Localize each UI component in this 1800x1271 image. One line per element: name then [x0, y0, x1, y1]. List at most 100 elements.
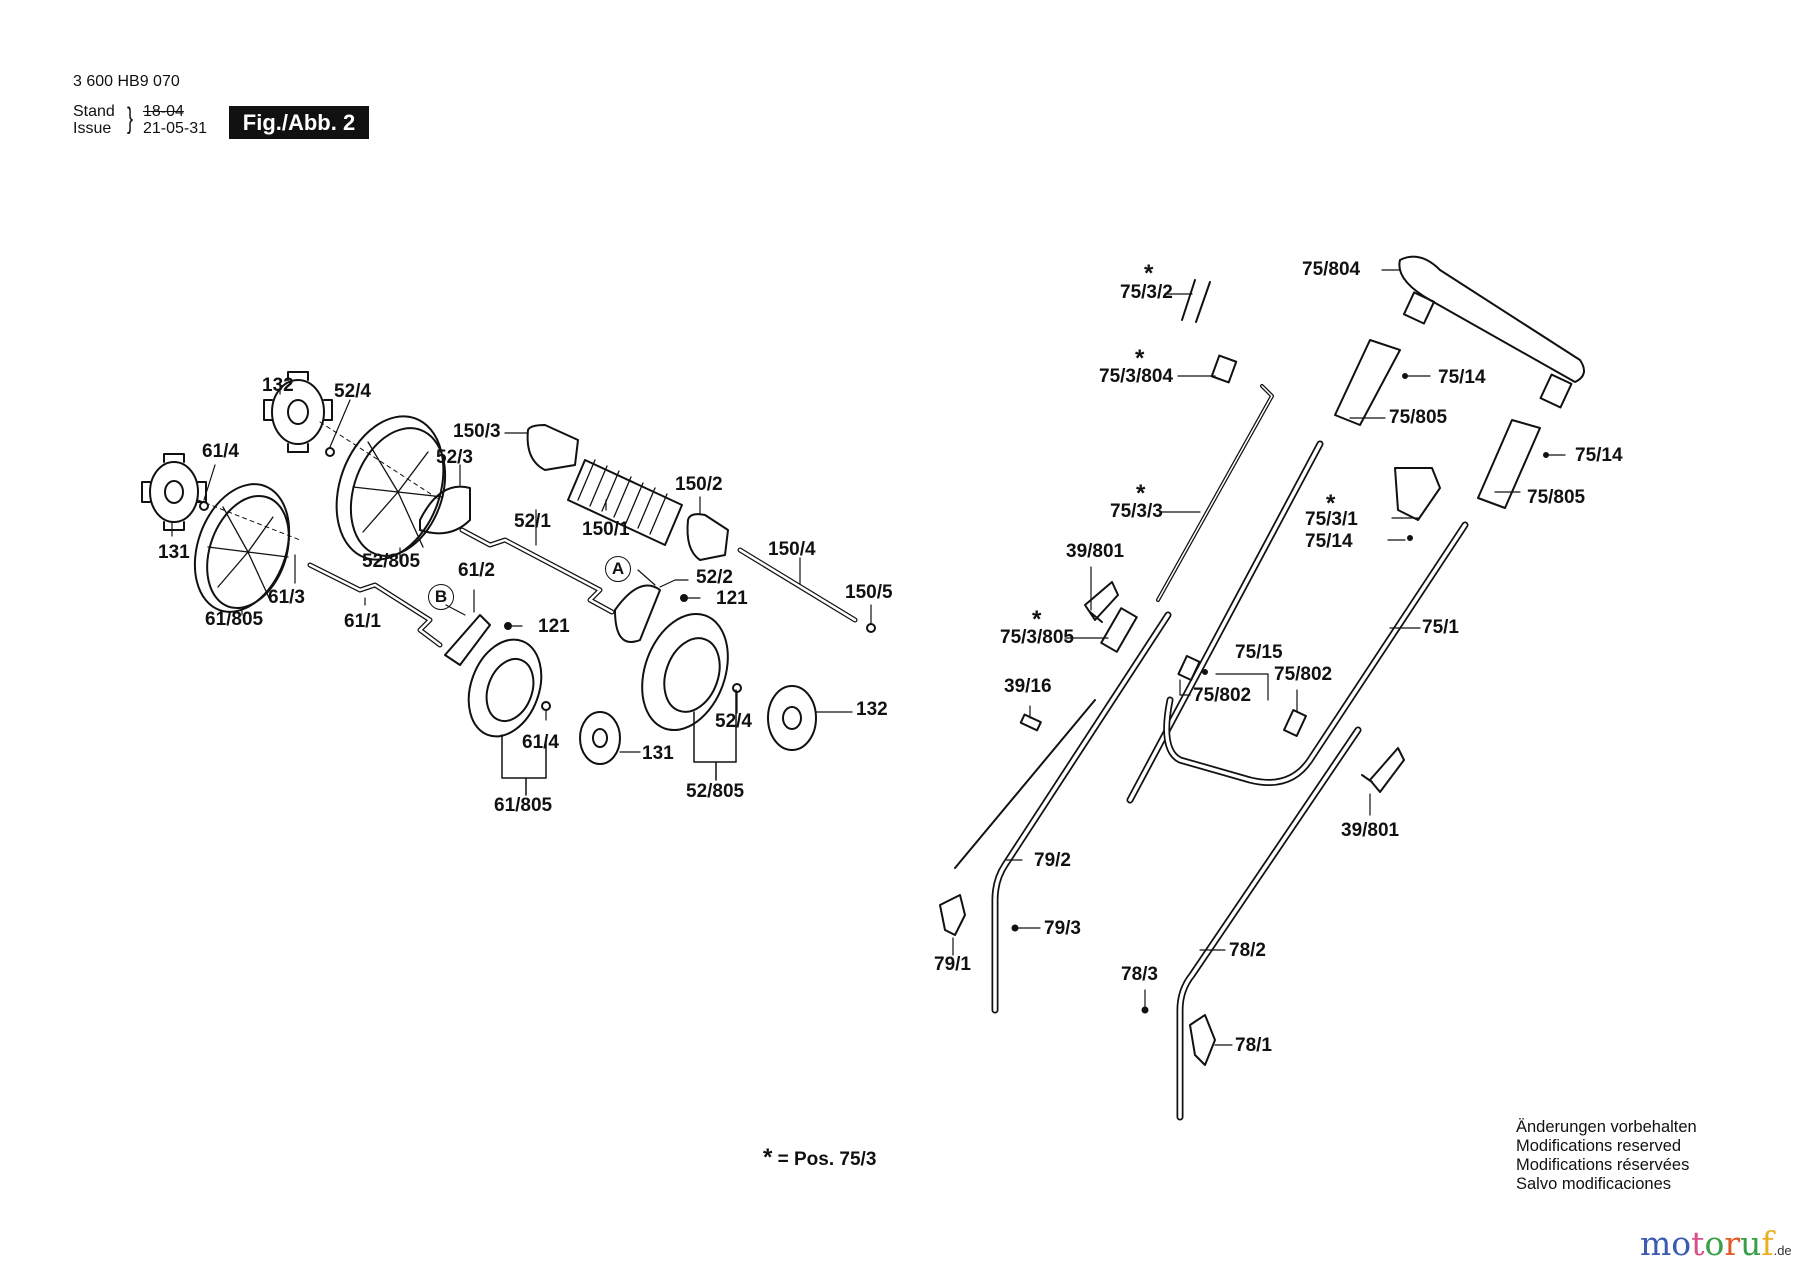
- axis-lines: [197, 421, 441, 541]
- logo-letter: o: [1704, 1224, 1725, 1263]
- label-150-4: 150/4: [768, 539, 816, 560]
- nut-150-5: [866, 623, 876, 633]
- tube-79-2: [991, 611, 1172, 1014]
- washer-61-4: [199, 501, 209, 511]
- issue-label: Issue: [73, 120, 112, 137]
- plug-75-3-2: [1181, 279, 1211, 323]
- clamp-78-1: [1189, 1014, 1216, 1066]
- dates: 18-04 21-05-31: [143, 103, 207, 137]
- label-52-3: 52/3: [436, 447, 473, 468]
- bracket-150-2: [686, 513, 729, 561]
- bracket-line-61-805: [501, 734, 547, 796]
- wheel-61-805-left: [193, 483, 291, 613]
- label-132: 132: [262, 375, 294, 396]
- bracket-line-52-805: [693, 689, 737, 781]
- brace-icon: }: [127, 102, 134, 135]
- label-61-805: 61/805: [205, 609, 264, 630]
- part-number: 3 600 HB9 070: [73, 73, 180, 90]
- label-75-14-c: 75/14: [1305, 531, 1353, 552]
- label-79-3: 79/3: [1044, 918, 1081, 939]
- label-150-3: 150/3: [453, 421, 501, 442]
- label-150-5: 150/5: [845, 582, 893, 603]
- axle-61-1: [307, 562, 443, 648]
- label-52-805: 52/805: [362, 551, 421, 572]
- logo-letter: r: [1724, 1224, 1741, 1263]
- label-39-801-b: 39/801: [1341, 820, 1400, 841]
- label-79-1: 79/1: [934, 954, 971, 975]
- bracket-52-3: [419, 485, 471, 535]
- label-75-802-b: 75/802: [1193, 685, 1252, 706]
- bracket-150-3: [526, 424, 579, 471]
- logo-letter: o: [1671, 1224, 1692, 1263]
- label-52-1: 52/1: [514, 511, 551, 532]
- stand-label: Stand: [73, 103, 115, 120]
- label-75-1: 75/1: [1422, 617, 1459, 638]
- modifications-notice: Änderungen vorbehalten Modifications res…: [1516, 1118, 1697, 1194]
- switch-75-3-805: [1100, 607, 1138, 653]
- star-legend-text: = Pos. 75/3: [777, 1149, 877, 1170]
- spring-150-1: [567, 459, 683, 546]
- cable-clip-75-3-1: [1394, 467, 1441, 521]
- notice-line: Modifications réservées: [1516, 1156, 1690, 1174]
- label-75-14-a: 75/14: [1438, 367, 1486, 388]
- label-75-802-a: 75/802: [1274, 664, 1333, 685]
- label-61-1: 61/1: [344, 611, 381, 632]
- cable-lower: [954, 699, 1096, 869]
- star-icon: *: [1144, 260, 1154, 287]
- label-79-2: 79/2: [1034, 850, 1071, 871]
- label-121-b: 121: [538, 616, 570, 637]
- stand-issue-labels: Stand Issue: [73, 103, 115, 137]
- label-78-1: 78/1: [1235, 1035, 1272, 1056]
- label-61-4-bottom: 61/4: [522, 732, 559, 753]
- logo-letter: m: [1640, 1224, 1672, 1263]
- washer-52-4-bottom: [732, 683, 742, 693]
- screw-75-15: [1202, 669, 1208, 675]
- label-131: 131: [158, 542, 190, 563]
- star-icon: *: [763, 1144, 773, 1171]
- hub-cap-132-bottom: [767, 685, 817, 751]
- star-legend: * = Pos. 75/3: [763, 1144, 876, 1172]
- wheel-52-805-top: [335, 415, 447, 561]
- logo-letter: f: [1761, 1224, 1774, 1263]
- clip-75-802-b: [1283, 709, 1307, 737]
- callout-b: B: [428, 584, 454, 610]
- lever-52-2: [614, 584, 661, 643]
- washer-61-4-bottom: [541, 701, 551, 711]
- hub-cap-131-bottom: [579, 711, 621, 765]
- label-132-bottom: 132: [856, 699, 888, 720]
- star-icon: *: [1136, 480, 1146, 507]
- motoruf-logo: motoruf.de: [1640, 1224, 1792, 1263]
- knob-39-801-a: [1084, 581, 1119, 623]
- lever-61-2: [444, 614, 491, 666]
- label-39-16: 39/16: [1004, 676, 1052, 697]
- wheel-52-805-bottom: [641, 612, 729, 732]
- connector-75-3-804: [1210, 354, 1238, 384]
- label-52-805-bottom: 52/805: [686, 781, 745, 802]
- star-icon: *: [1326, 490, 1336, 517]
- screw-75-14-c: [1407, 535, 1413, 541]
- label-75-15: 75/15: [1235, 642, 1283, 663]
- label-75-3-2: 75/3/2: [1120, 282, 1173, 303]
- hub-cap-132-top: [263, 371, 333, 453]
- label-150-1: 150/1: [582, 519, 630, 540]
- label-78-3: 78/3: [1121, 964, 1158, 985]
- logo-wordmark: motoruf: [1640, 1224, 1774, 1263]
- logo-suffix: .de: [1773, 1243, 1792, 1258]
- notice-line: Modifications reserved: [1516, 1137, 1682, 1155]
- label-39-801-a: 39/801: [1066, 541, 1125, 562]
- label-75-804: 75/804: [1302, 259, 1361, 280]
- label-52-2: 52/2: [696, 567, 733, 588]
- figure-label: Fig./Abb. 2: [229, 106, 369, 139]
- label-52-4: 52/4: [334, 381, 371, 402]
- label-61-3: 61/3: [268, 587, 305, 608]
- label-75-3-3: 75/3/3: [1110, 501, 1163, 522]
- logo-letter: t: [1691, 1224, 1705, 1263]
- wheel-61-805-bottom: [467, 638, 543, 738]
- label-61-2: 61/2: [458, 560, 495, 581]
- label-121-a: 121: [716, 588, 748, 609]
- hub-cap-131-left: [141, 453, 207, 531]
- label-75-3-1: 75/3/1: [1305, 509, 1358, 530]
- label-75-3-804: 75/3/804: [1099, 366, 1173, 387]
- knob-39-801-b: [1361, 747, 1405, 793]
- old-date: 18-04: [143, 103, 184, 120]
